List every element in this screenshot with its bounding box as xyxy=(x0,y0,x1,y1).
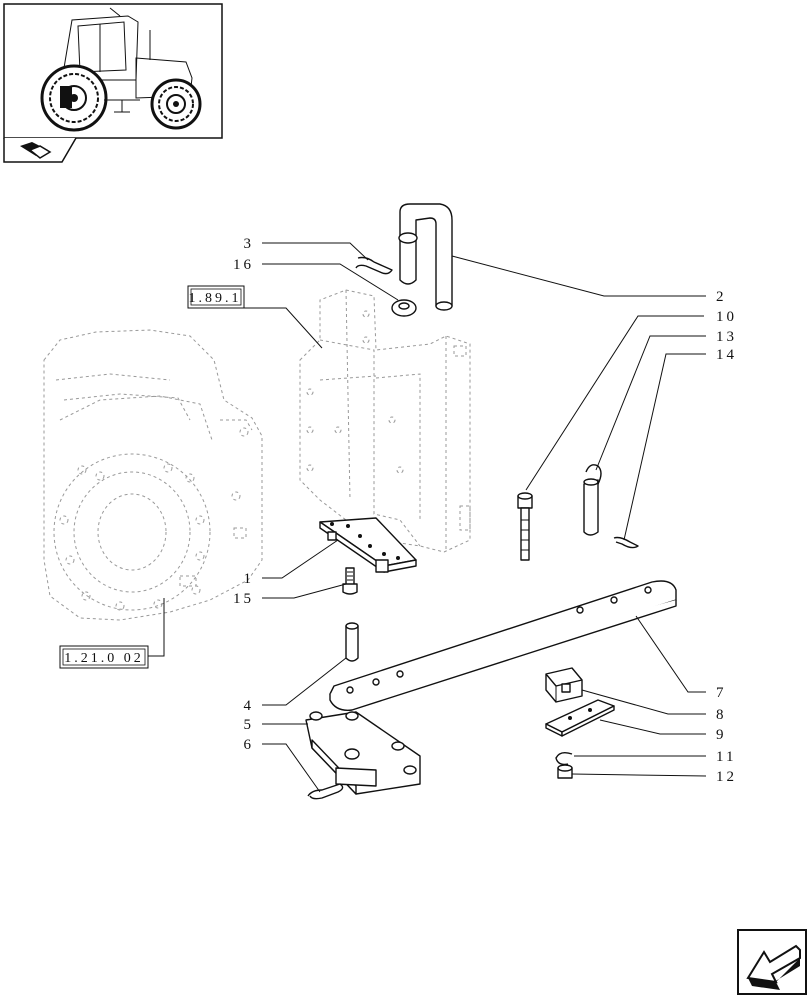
callout-2: 2 xyxy=(716,289,727,305)
next-page-arrow-icon[interactable] xyxy=(737,929,807,995)
callout-1: 1 xyxy=(244,571,255,587)
part-3-r-clip xyxy=(355,256,393,275)
part-1-plate xyxy=(319,517,417,573)
callout-15: 15 xyxy=(233,591,254,607)
part-16-washer xyxy=(391,299,417,317)
callout-5: 5 xyxy=(244,717,255,733)
part-8-block xyxy=(545,667,583,703)
callout-labels: 3 16 2 10 13 14 1 15 4 5 6 7 8 9 11 12 xyxy=(233,236,737,785)
drawbar-support-bracket xyxy=(299,289,471,553)
part-15-bolt xyxy=(342,567,358,595)
reference-label: 1.21.0 02 xyxy=(64,651,144,666)
part-11-snap-ring xyxy=(555,751,573,766)
part-10-bolt xyxy=(517,492,533,561)
part-7-drawbar xyxy=(329,580,677,711)
leader-lines xyxy=(148,242,707,793)
callout-13: 13 xyxy=(716,329,737,345)
callout-7: 7 xyxy=(716,685,727,701)
part-6-r-clip xyxy=(307,783,344,800)
part-5-clevis-plate xyxy=(305,711,421,795)
callout-12: 12 xyxy=(716,769,737,785)
part-14-clip xyxy=(613,536,639,549)
gearbox-housing-outline xyxy=(43,329,263,621)
callout-9: 9 xyxy=(716,727,727,743)
callout-11: 11 xyxy=(716,749,736,765)
callout-10: 10 xyxy=(716,309,737,325)
reference-label: 1.89.1 xyxy=(189,291,242,306)
part-9-plate xyxy=(545,699,615,737)
tractor-thumbnail-icon[interactable] xyxy=(3,3,223,139)
part-2-u-pin xyxy=(398,203,453,311)
reference-box-1-89-1[interactable]: 1.89.1 xyxy=(187,285,245,309)
callout-14: 14 xyxy=(716,347,737,363)
part-13-ring-pin xyxy=(583,464,602,536)
callout-16: 16 xyxy=(233,257,254,273)
part-4-pin xyxy=(345,622,359,662)
callout-3: 3 xyxy=(244,236,255,252)
callout-4: 4 xyxy=(244,698,255,714)
reference-box-1-21-0-02[interactable]: 1.21.0 02 xyxy=(59,645,149,669)
part-12-nut xyxy=(557,764,573,779)
callout-6: 6 xyxy=(244,737,255,753)
callout-8: 8 xyxy=(716,707,727,723)
section-book-icon[interactable] xyxy=(3,137,77,163)
